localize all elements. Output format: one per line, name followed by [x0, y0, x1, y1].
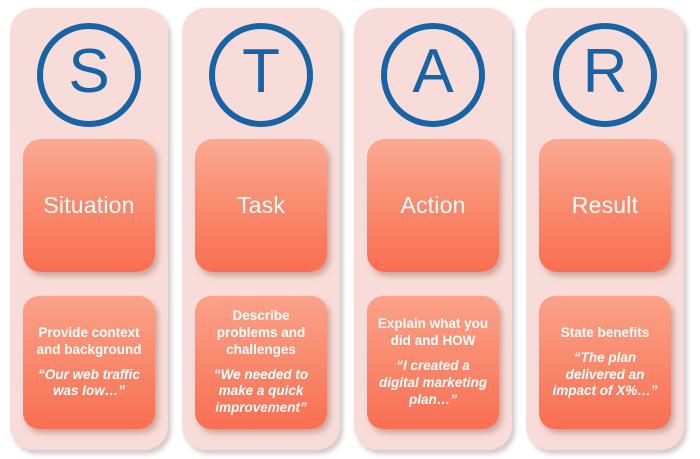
letter-r-circle-icon: R [553, 23, 657, 127]
action-quote: “I created a digital marketing plan…” [378, 358, 488, 407]
letter-s-circle-icon: S [37, 23, 141, 127]
action-description-box: Explain what you did and HOW “I created … [367, 296, 499, 429]
situation-description-box: Provide context and background “Our web … [23, 296, 155, 429]
letter-a: A [412, 37, 454, 106]
situation-label: Situation [43, 192, 135, 218]
star-column-action: A Action Explain what you did and HOW “I… [354, 8, 512, 450]
result-quote: “The plan delivered an impact of X%…” [552, 349, 658, 399]
letter-r: R [582, 37, 628, 106]
star-column-situation: S Situation Provide context and backgrou… [10, 8, 168, 450]
star-column-result: R Result State benefits “The plan delive… [526, 8, 684, 450]
result-label-box: Result [539, 139, 671, 272]
action-label-box: Action [367, 139, 499, 272]
star-column-task: T Task Describe problems and challenges … [182, 8, 340, 450]
result-description: State benefits [560, 324, 650, 340]
letter-t: T [242, 37, 280, 106]
result-description-box: State benefits “The plan delivered an im… [539, 296, 671, 429]
letter-s: S [68, 37, 110, 106]
action-label: Action [400, 192, 466, 218]
action-description: Explain what you did and HOW [377, 316, 489, 349]
situation-description: Provide context and background [36, 324, 142, 357]
letter-t-circle-icon: T [209, 23, 313, 127]
situation-label-box: Situation [23, 139, 155, 272]
result-label: Result [571, 192, 639, 218]
task-label: Task [236, 192, 286, 218]
task-quote: “We needed to make a quick improvement” [213, 366, 309, 416]
task-description-box: Describe problems and challenges “We nee… [195, 296, 327, 429]
situation-quote: “Our web traffic was low…” [38, 366, 140, 399]
letter-a-circle-icon: A [381, 23, 485, 127]
task-description: Describe problems and challenges [216, 307, 306, 357]
task-label-box: Task [195, 139, 327, 272]
